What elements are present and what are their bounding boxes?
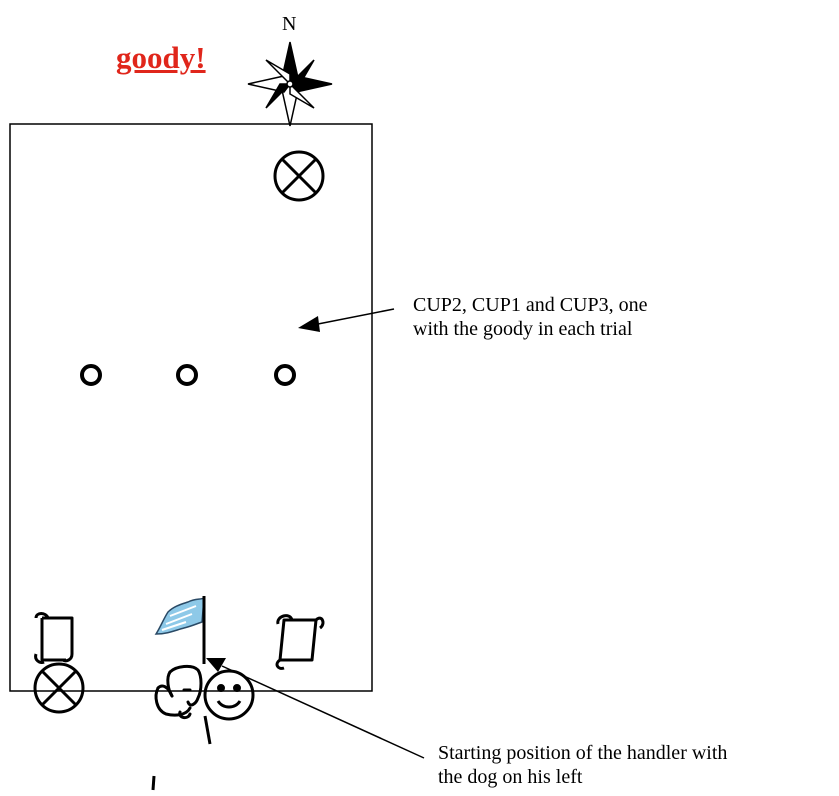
smiley-face-icon	[203, 669, 255, 721]
cups-annotation: CUP2, CUP1 and CUP3, one with the goody …	[413, 293, 647, 341]
start-annotation-line-2: the dog on his left	[438, 766, 583, 788]
cup-3-icon	[274, 364, 296, 386]
track-mark	[203, 715, 212, 745]
cups-annotation-line-1: CUP2, CUP1 and CUP3, one	[413, 294, 648, 316]
scroll-right-icon	[275, 614, 325, 670]
crossed-circle-icon	[33, 662, 85, 714]
start-annotation-line-1: Starting position of the handler with	[438, 742, 728, 764]
track-mark	[151, 775, 156, 791]
cups-arrow	[298, 308, 395, 332]
flag-icon	[154, 596, 206, 664]
cup-1-icon	[176, 364, 198, 386]
dog-icon	[154, 664, 203, 720]
start-position-arrow	[206, 658, 425, 759]
scroll-left-icon	[34, 612, 74, 664]
crossed-circle-icon	[273, 150, 325, 202]
compass-rose-icon	[247, 41, 333, 127]
cup-2-icon	[80, 364, 102, 386]
cups-annotation-line-2: with the goody in each trial	[413, 318, 633, 340]
page-heading: goody!	[116, 40, 206, 75]
compass-north-label: N	[282, 13, 297, 35]
start-position-annotation: Starting position of the handler with th…	[438, 741, 727, 789]
